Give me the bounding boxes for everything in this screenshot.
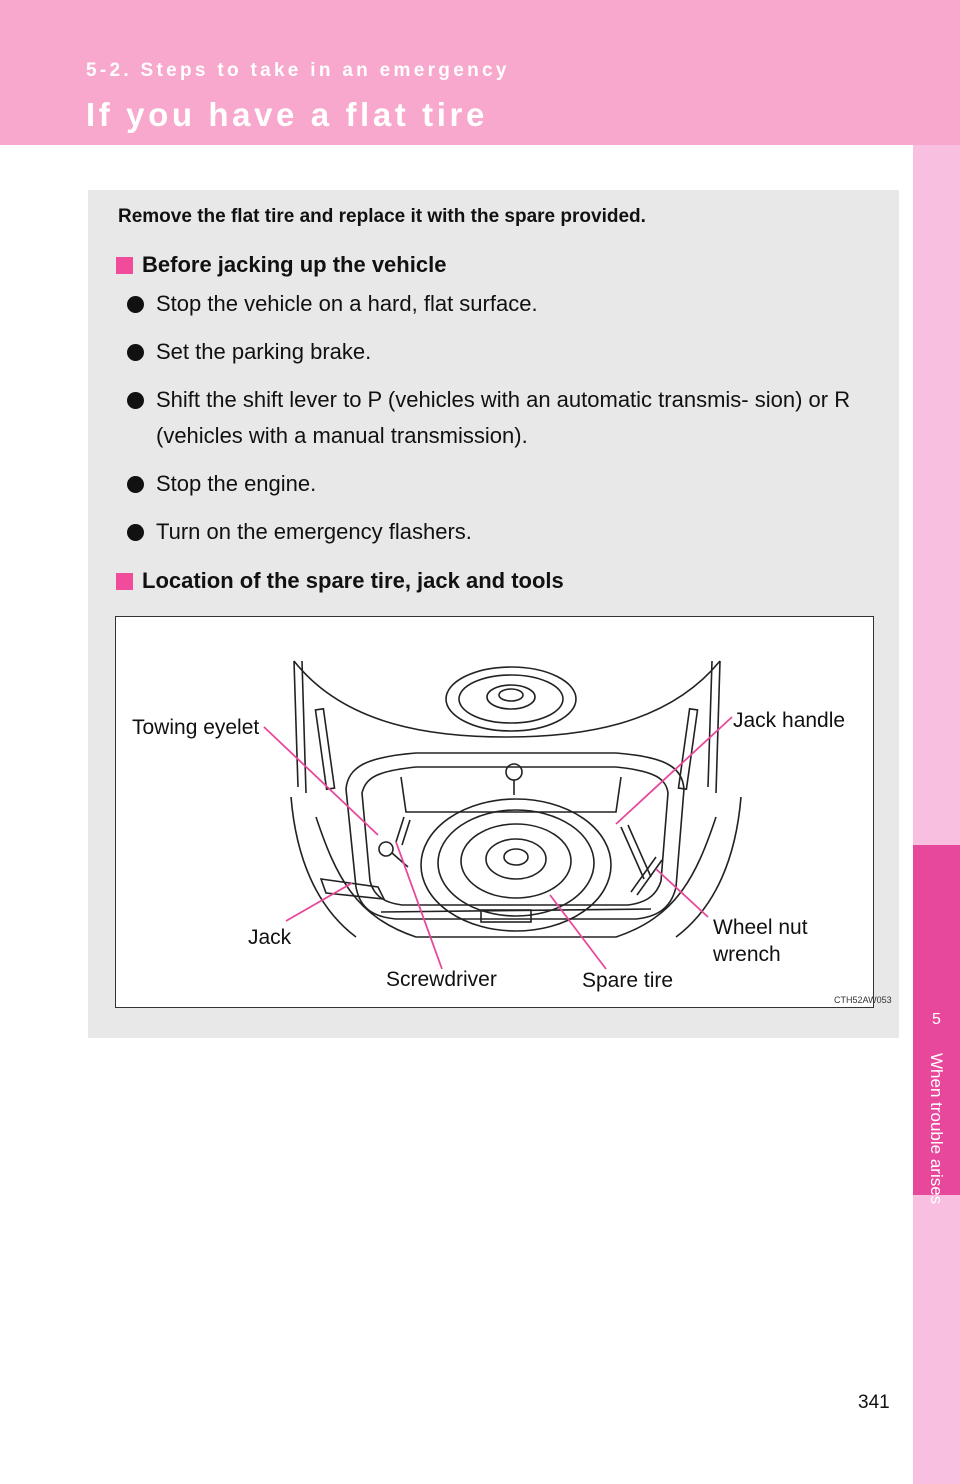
bullet-text: Stop the engine. (156, 471, 317, 496)
square-bullet-icon (116, 257, 133, 274)
label-jack-handle: Jack handle (733, 709, 846, 732)
bullet-text: Turn on the emergency flashers. (156, 519, 472, 544)
page-number: 341 (858, 1392, 890, 1413)
square-bullet-icon (116, 573, 133, 590)
label-jack: Jack (248, 926, 292, 949)
heading-location: Location of the spare tire, jack and too… (116, 568, 564, 594)
bullet-dot-icon (127, 392, 144, 409)
trunk-illustration: Towing eyelet Jack handle Jack Wheel nut… (115, 616, 892, 1008)
label-towing-eyelet: Towing eyelet (132, 716, 260, 739)
figure-code: CTH52AW053 (834, 995, 892, 1005)
label-wheel-nut-wrench-line2: wrench (713, 943, 781, 966)
label-screwdriver: Screwdriver (386, 968, 497, 991)
trunk-drawing (263, 660, 742, 970)
page-title: If you have a flat tire (86, 96, 488, 133)
bullet-dot-icon (127, 524, 144, 541)
bullet-item: Turn on the emergency flashers. (127, 514, 887, 550)
heading-text: Location of the spare tire, jack and too… (142, 568, 564, 593)
label-wheel-nut-wrench-line1: Wheel nut (713, 916, 808, 939)
label-spare-tire: Spare tire (582, 969, 674, 992)
bullet-item: Set the parking brake. (127, 334, 887, 370)
page-header: 5-2. Steps to take in an emergency If yo… (0, 0, 960, 145)
intro-text: Remove the flat tire and replace it with… (118, 206, 646, 227)
bullet-item: Stop the engine. (127, 466, 887, 502)
chapter-number-box (913, 845, 960, 1195)
heading-text: Before jacking up the vehicle (142, 252, 447, 277)
bullet-text: Set the parking brake. (156, 339, 372, 364)
bullet-item: Stop the vehicle on a hard, flat surface… (127, 286, 887, 322)
bullet-dot-icon (127, 344, 144, 361)
chapter-label: When trouble arises (927, 1053, 946, 1205)
bullet-dot-icon (127, 476, 144, 493)
section-breadcrumb: 5-2. Steps to take in an emergency (86, 60, 510, 81)
bullet-text: Shift the shift lever to P (vehicles wit… (156, 387, 851, 448)
chapter-number: 5 (932, 1011, 941, 1028)
bullet-item: Shift the shift lever to P (vehicles wit… (127, 382, 887, 454)
bullet-dot-icon (127, 296, 144, 313)
bullet-text: Stop the vehicle on a hard, flat surface… (156, 291, 538, 316)
heading-before-jacking: Before jacking up the vehicle (116, 252, 446, 278)
chapter-side-tab[interactable]: 5 When trouble arises (913, 145, 960, 1484)
